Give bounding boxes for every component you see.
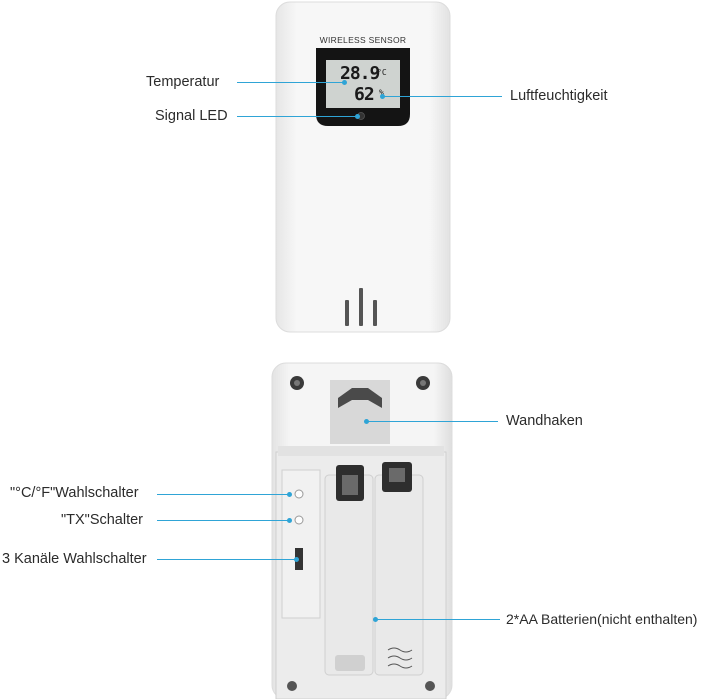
callout-dot-unit-switch <box>287 492 292 497</box>
label-humidity: Luftfeuchtigkeit <box>510 88 608 104</box>
callout-dot-signal-led <box>355 114 360 119</box>
channel-switch <box>295 548 303 570</box>
callout-dot-wall-hook <box>364 419 369 424</box>
callout-line-wall-hook <box>366 421 498 423</box>
label-signal-led: Signal LED <box>155 108 228 124</box>
screw-hole-bottom-left <box>287 681 297 691</box>
label-channel-switch: 3 Kanäle Wahlschalter <box>2 551 147 567</box>
lcd-humidity-unit: % <box>379 88 384 97</box>
callout-line-tx-switch <box>157 520 289 522</box>
lcd-humidity-value: 62 <box>354 84 375 105</box>
screw-hole-bottom-right <box>425 681 435 691</box>
callout-line-signal-led <box>237 116 357 118</box>
vent-right <box>373 300 377 326</box>
lcd-screen <box>326 60 400 108</box>
lcd-temperature-value: 28.9 <box>340 63 380 84</box>
callout-line-humidity <box>382 96 502 98</box>
battery-left <box>324 474 374 676</box>
vent-left <box>345 300 349 326</box>
tx-switch-button <box>294 515 304 525</box>
battery-right <box>374 474 424 676</box>
callout-dot-channel-switch <box>294 557 299 562</box>
unit-switch-button <box>294 489 304 499</box>
callout-line-temperature <box>237 82 344 84</box>
callout-line-channel-switch <box>157 559 296 561</box>
lcd-temperature-unit: °C <box>377 68 387 77</box>
callout-line-unit-switch <box>157 494 289 496</box>
label-wall-hook: Wandhaken <box>506 413 583 429</box>
label-temperature: Temperatur <box>146 74 220 90</box>
callout-dot-tx-switch <box>287 518 292 523</box>
callout-dot-humidity <box>380 94 385 99</box>
device-brand-text: WIRELESS SENSOR <box>319 35 407 45</box>
label-batteries: 2*AA Batterien(nicht enthalten) <box>506 611 698 627</box>
vent-center <box>359 288 363 326</box>
wall-hook-slot <box>338 388 382 408</box>
callout-dot-batteries <box>373 617 378 622</box>
label-unit-switch: "°C/°F"Wahlschalter <box>10 485 139 501</box>
label-tx-switch: "TX"Schalter <box>61 512 144 528</box>
callout-dot-temperature <box>342 80 347 85</box>
callout-line-batteries <box>376 619 500 621</box>
